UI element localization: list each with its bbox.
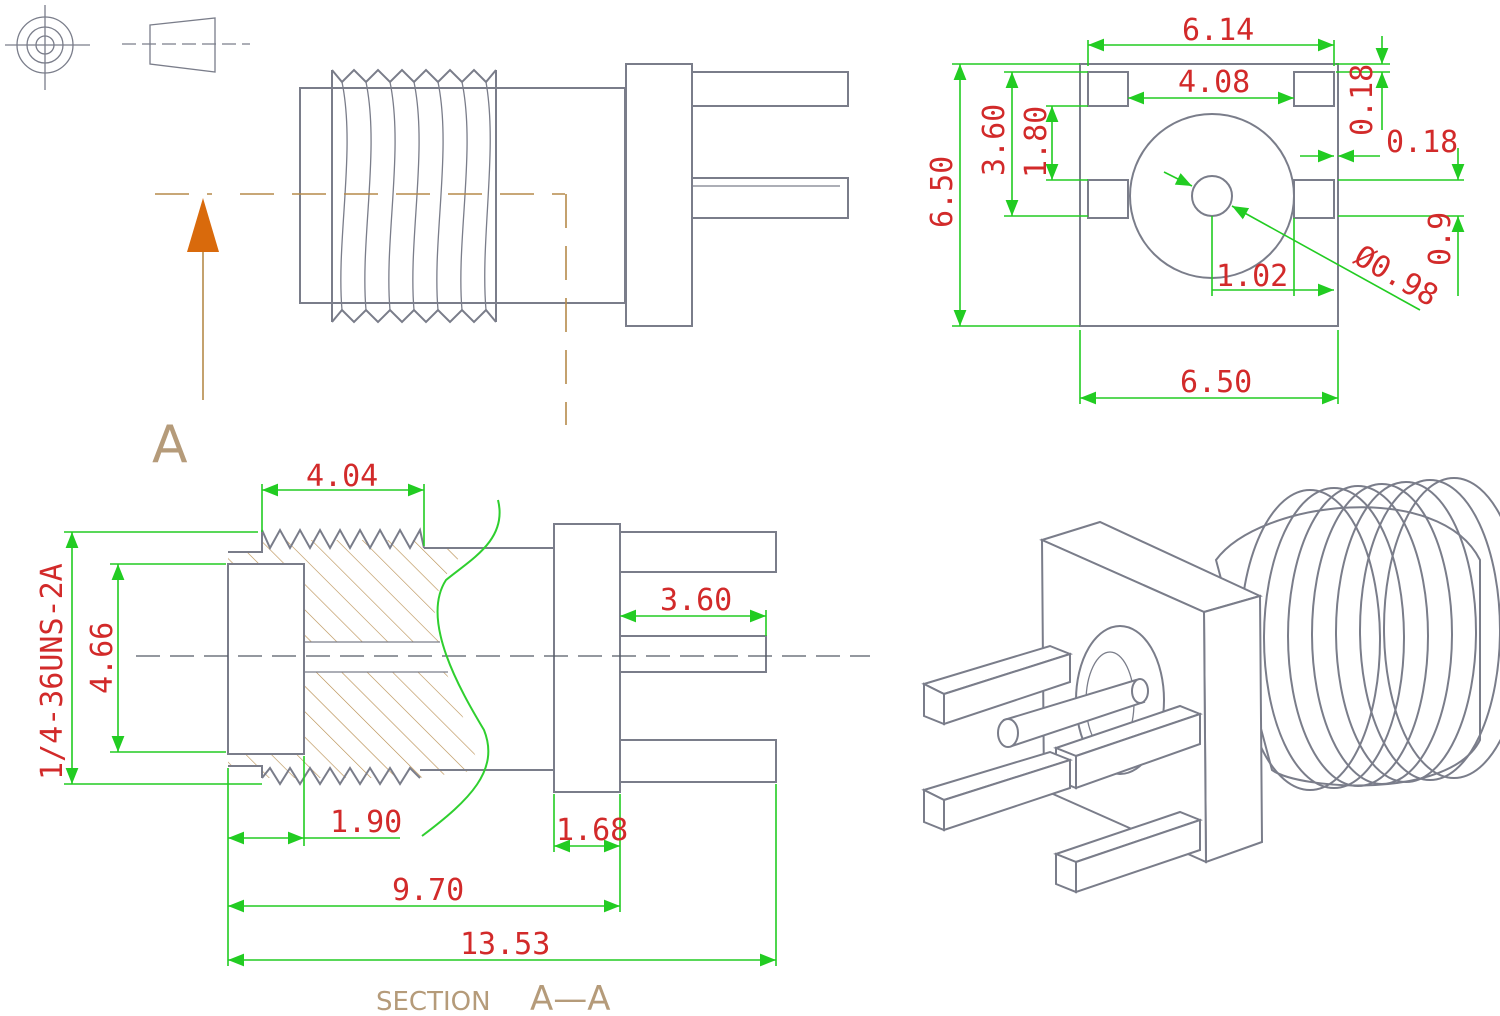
isometric-view [921,477,1500,894]
dim-section-pin-spacing: 3.60 [660,583,732,618]
dim-body-width: 6.50 [1180,365,1252,400]
footprint-dimensions [952,36,1465,405]
side-view [155,63,849,425]
projection-symbol [5,5,250,90]
dim-center-offset: 1.02 [1216,259,1288,294]
section-view [136,499,870,837]
section-marker-letter: A [152,415,188,475]
side-view-thread [331,68,497,324]
dim-thread-length: 4.04 [306,459,378,494]
dim-pin-gap: 0.18 [1386,125,1458,160]
dim-pin-spacing: 4.08 [1178,65,1250,100]
section-dimensions [64,483,777,967]
dim-overall-pin-width: 6.14 [1182,13,1254,48]
isometric-pins [921,644,1203,894]
section-caption: SECTION A—A [376,979,611,1016]
dim-row-spacing: 3.60 [977,104,1012,176]
section-dimension-text: 4.04 1/4-36UNS-2A 4.66 3.60 1.90 1.68 9.… [35,459,732,962]
dim-overall-length: 13.53 [460,927,550,962]
footprint-view [1079,63,1339,327]
dim-body-height: 6.50 [925,156,960,228]
section-caption-prefix: SECTION [376,987,491,1016]
dim-thread-spec: 1/4-36UNS-2A [35,563,70,780]
section-caption-name: A—A [530,979,611,1016]
dim-bore-dia: 4.66 [85,622,120,694]
dim-pin-size: 0.18 [1345,64,1380,136]
dim-half-row-spacing: 1.80 [1019,106,1054,178]
dim-bore-depth: 1.90 [330,805,402,840]
dim-body-length: 9.70 [392,873,464,908]
dim-side-offset: 0.9 [1423,212,1458,266]
dim-flange-thickness: 1.68 [556,813,628,848]
section-marker: A [152,198,219,475]
